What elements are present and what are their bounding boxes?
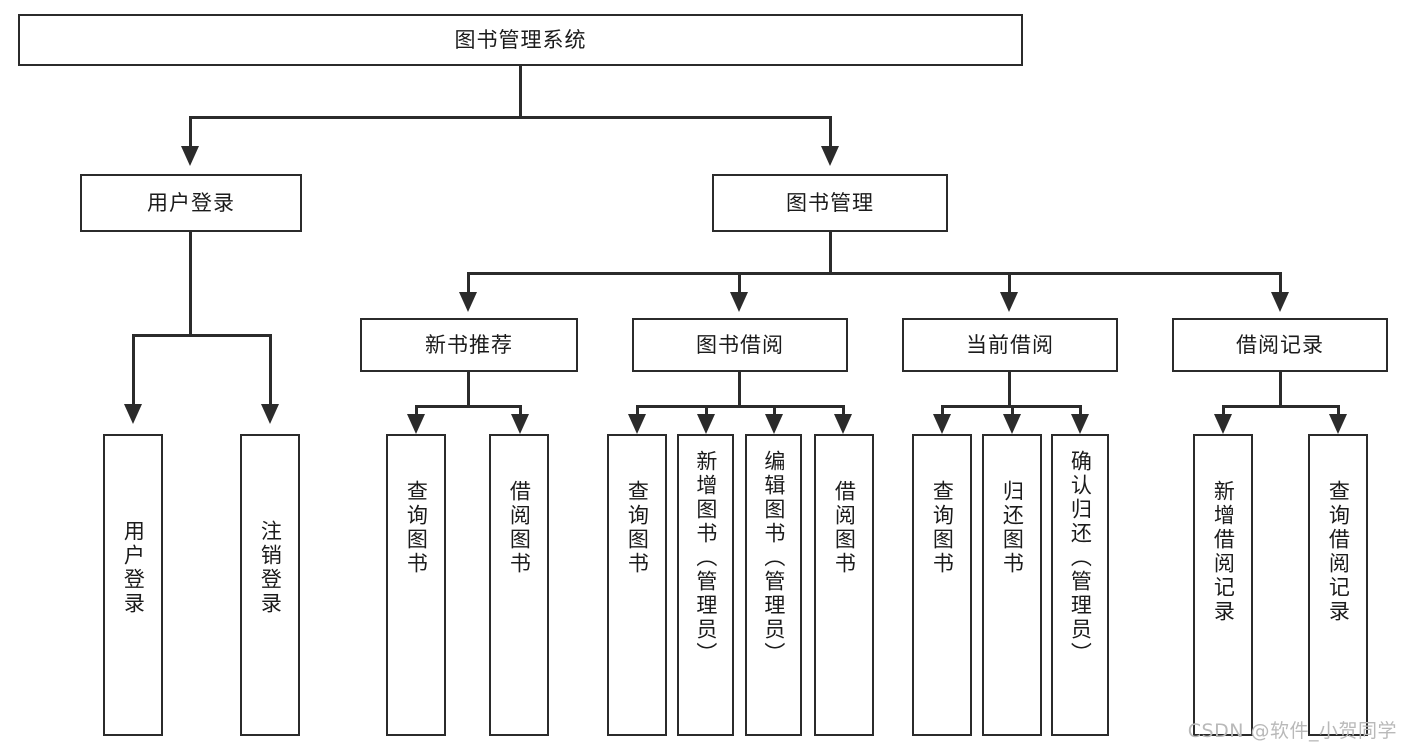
connector-book-manage-stem bbox=[829, 232, 832, 275]
leaf-label: 查询图书 bbox=[625, 480, 650, 576]
leaf-node-borrow-book-recommend[interactable]: 借阅图书 bbox=[489, 434, 549, 736]
connector-user-login-bar bbox=[132, 334, 272, 337]
node-root-system[interactable]: 图书管理系统 bbox=[18, 14, 1023, 66]
leaf-node-add-borrow-record[interactable]: 新增借阅记录 bbox=[1193, 434, 1253, 736]
arrow-cb-leaf-3 bbox=[1071, 414, 1089, 434]
node-label: 用户登录 bbox=[147, 190, 235, 215]
connector-borrow-record-bar bbox=[1222, 405, 1340, 408]
node-new-book-recommend[interactable]: 新书推荐 bbox=[360, 318, 578, 372]
connector-cb-leaf-2 bbox=[1011, 405, 1014, 419]
connector-bb-leaf-1 bbox=[636, 405, 639, 419]
leaf-node-return-book[interactable]: 归还图书 bbox=[982, 434, 1042, 736]
connector-br-leaf-1 bbox=[1222, 405, 1225, 419]
leaf-label: 归还图书 bbox=[1000, 480, 1025, 576]
connector-new-book-recommend-bar bbox=[415, 405, 522, 408]
node-current-borrow[interactable]: 当前借阅 bbox=[902, 318, 1118, 372]
leaf-node-query-book-current[interactable]: 查询图书 bbox=[912, 434, 972, 736]
connector-to-book-borrow bbox=[738, 272, 741, 294]
leaf-label: 新增借阅记录 bbox=[1211, 480, 1236, 624]
arrow-br-leaf-2 bbox=[1329, 414, 1347, 434]
connector-br-leaf-2 bbox=[1337, 405, 1340, 419]
leaf-node-query-borrow-record[interactable]: 查询借阅记录 bbox=[1308, 434, 1368, 736]
node-label: 图书管理系统 bbox=[454, 27, 587, 52]
connector-current-borrow-stem bbox=[1008, 372, 1011, 408]
arrow-br-leaf-1 bbox=[1214, 414, 1232, 434]
leaf-label: 查询图书 bbox=[404, 480, 429, 576]
connector-user-login-stem bbox=[189, 232, 192, 337]
leaf-node-confirm-return-admin[interactable]: 确认归还（管理员） bbox=[1051, 434, 1109, 736]
connector-user-login-to-leaf-1 bbox=[132, 334, 135, 406]
leaf-node-user-login[interactable]: 用户登录 bbox=[103, 434, 163, 736]
connector-to-borrow-record bbox=[1279, 272, 1282, 294]
connector-root-bar bbox=[189, 116, 832, 119]
node-label: 借阅记录 bbox=[1236, 332, 1324, 357]
leaf-label: 编辑图书（管理员） bbox=[761, 450, 786, 666]
arrow-cb-leaf-1 bbox=[933, 414, 951, 434]
arrow-cb-leaf-2 bbox=[1003, 414, 1021, 434]
connector-bb-leaf-2 bbox=[705, 405, 708, 419]
leaf-label: 借阅图书 bbox=[832, 480, 857, 576]
node-borrow-record[interactable]: 借阅记录 bbox=[1172, 318, 1388, 372]
arrow-root-to-user-login bbox=[181, 146, 199, 166]
leaf-node-borrow-book[interactable]: 借阅图书 bbox=[814, 434, 874, 736]
leaf-label: 注销登录 bbox=[258, 520, 283, 616]
connector-to-new-book-recommend bbox=[467, 272, 470, 294]
arrow-root-to-book-manage bbox=[821, 146, 839, 166]
connector-borrow-record-stem bbox=[1279, 372, 1282, 408]
leaf-node-logout[interactable]: 注销登录 bbox=[240, 434, 300, 736]
node-user-login[interactable]: 用户登录 bbox=[80, 174, 302, 232]
connector-bb-leaf-4 bbox=[842, 405, 845, 419]
arrow-bb-leaf-1 bbox=[628, 414, 646, 434]
connector-nbr-leaf-2 bbox=[519, 405, 522, 419]
node-label: 当前借阅 bbox=[966, 332, 1054, 357]
arrow-user-login-to-leaf-1 bbox=[124, 404, 142, 424]
arrow-to-current-borrow bbox=[1000, 292, 1018, 312]
node-book-management[interactable]: 图书管理 bbox=[712, 174, 948, 232]
connector-root-to-book-manage bbox=[829, 116, 832, 149]
connector-cb-leaf-1 bbox=[941, 405, 944, 419]
arrow-to-book-borrow bbox=[730, 292, 748, 312]
connector-book-borrow-stem bbox=[738, 372, 741, 408]
arrow-user-login-to-leaf-2 bbox=[261, 404, 279, 424]
leaf-label: 查询借阅记录 bbox=[1326, 480, 1351, 624]
node-book-borrow[interactable]: 图书借阅 bbox=[632, 318, 848, 372]
connector-root-to-user-login bbox=[189, 116, 192, 149]
connector-new-book-recommend-stem bbox=[467, 372, 470, 408]
connector-nbr-leaf-1 bbox=[415, 405, 418, 419]
connector-book-manage-bar bbox=[467, 272, 1279, 275]
leaf-node-query-book-borrow[interactable]: 查询图书 bbox=[607, 434, 667, 736]
node-label: 图书借阅 bbox=[696, 332, 784, 357]
leaf-node-edit-book-admin[interactable]: 编辑图书（管理员） bbox=[745, 434, 802, 736]
csdn-watermark: CSDN @软件_小贺同学 bbox=[1187, 720, 1397, 742]
arrow-nbr-leaf-1 bbox=[407, 414, 425, 434]
arrow-nbr-leaf-2 bbox=[511, 414, 529, 434]
leaf-node-query-book-recommend[interactable]: 查询图书 bbox=[386, 434, 446, 736]
leaf-label: 查询图书 bbox=[930, 480, 955, 576]
leaf-label: 用户登录 bbox=[121, 520, 146, 616]
node-label: 新书推荐 bbox=[425, 332, 513, 357]
arrow-to-new-book-recommend bbox=[459, 292, 477, 312]
connector-user-login-to-leaf-2 bbox=[269, 334, 272, 406]
arrow-bb-leaf-3 bbox=[765, 414, 783, 434]
connector-bb-leaf-3 bbox=[773, 405, 776, 419]
arrow-to-borrow-record bbox=[1271, 292, 1289, 312]
connector-book-borrow-bar bbox=[636, 405, 845, 408]
arrow-bb-leaf-2 bbox=[697, 414, 715, 434]
connector-to-current-borrow bbox=[1008, 272, 1011, 294]
arrow-bb-leaf-4 bbox=[834, 414, 852, 434]
leaf-label: 确认归还（管理员） bbox=[1068, 450, 1093, 666]
connector-cb-leaf-3 bbox=[1079, 405, 1082, 419]
leaf-node-add-book-admin[interactable]: 新增图书（管理员） bbox=[677, 434, 734, 736]
leaf-label: 新增图书（管理员） bbox=[693, 450, 718, 666]
node-label: 图书管理 bbox=[786, 190, 874, 215]
connector-root-stem bbox=[519, 66, 522, 118]
leaf-label: 借阅图书 bbox=[507, 480, 532, 576]
